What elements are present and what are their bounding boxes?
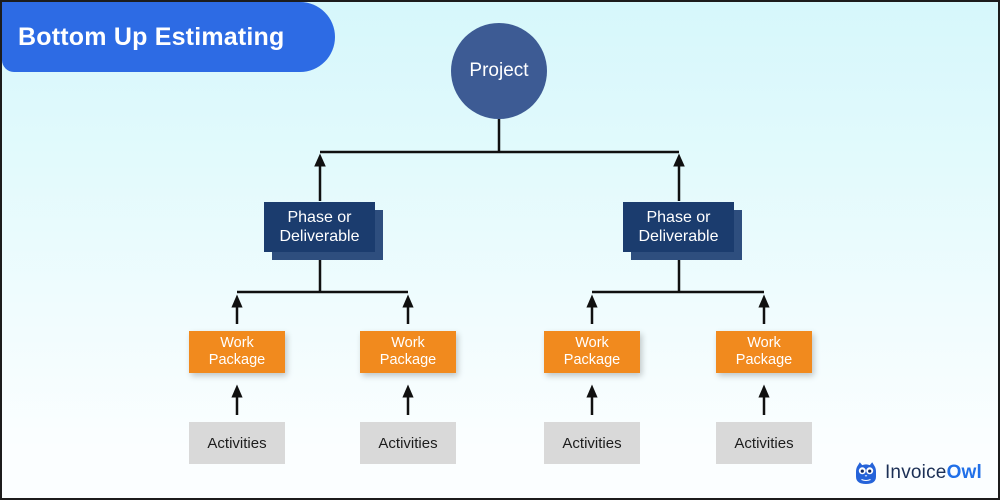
work-package-node-label: Work Package — [379, 335, 437, 368]
work-package-node-label: Work Package — [563, 335, 621, 368]
logo-text-invoice: Invoice — [884, 462, 947, 483]
phase-node-label: Phase or Deliverable — [279, 209, 360, 245]
work-package-node: Work Package — [544, 331, 640, 373]
owl-icon — [854, 460, 878, 486]
logo-text-owl: Owl — [946, 462, 982, 483]
activities-node-label: Activities — [207, 434, 267, 452]
phase-node: Phase or Deliverable — [264, 202, 375, 252]
title-banner: Bottom Up Estimating — [2, 2, 335, 72]
work-package-node: Work Package — [360, 331, 456, 373]
phase-node-label: Phase or Deliverable — [638, 209, 719, 245]
activities-node: Activities — [189, 422, 285, 464]
connector-project-level — [314, 119, 685, 201]
activities-node: Activities — [544, 422, 640, 464]
project-node: Project — [451, 23, 547, 119]
phase-node: Phase or Deliverable — [623, 202, 734, 252]
work-package-node-label: Work Package — [735, 335, 793, 368]
activities-node-label: Activities — [734, 434, 794, 452]
work-package-node-label: Work Package — [208, 335, 266, 368]
logo-wordmark: InvoiceOwl — [885, 462, 982, 484]
activities-node: Activities — [716, 422, 812, 464]
invoiceowl-logo: InvoiceOwl — [854, 460, 982, 486]
connector-phase-level — [231, 254, 770, 324]
activities-node-label: Activities — [562, 434, 622, 452]
project-node-label: Project — [469, 60, 529, 81]
activities-node: Activities — [360, 422, 456, 464]
work-package-node: Work Package — [716, 331, 812, 373]
connector-activity-level — [231, 384, 770, 415]
activities-node-label: Activities — [378, 434, 438, 452]
work-package-node: Work Package — [189, 331, 285, 373]
page-title: Bottom Up Estimating — [18, 22, 285, 51]
